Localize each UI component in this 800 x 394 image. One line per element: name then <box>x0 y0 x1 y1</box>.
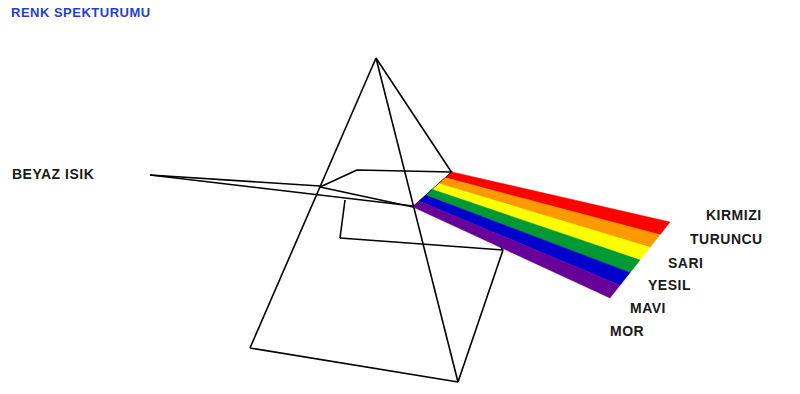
color-label: KIRMIZI <box>706 208 762 223</box>
diagram-title: RENK SPEKTURUMU <box>11 6 151 20</box>
spectrum-bands <box>413 172 670 298</box>
color-label: TURUNCU <box>690 232 763 247</box>
color-label: MAVI <box>630 301 666 316</box>
color-label: SARI <box>668 256 703 271</box>
spectrum-band <box>413 201 620 298</box>
spectrum-band <box>420 195 631 285</box>
color-label: YESIL <box>648 278 691 293</box>
light-label: BEYAZ ISIK <box>12 167 94 182</box>
white-light-ray <box>150 175 413 206</box>
color-label: MOR <box>610 324 644 339</box>
